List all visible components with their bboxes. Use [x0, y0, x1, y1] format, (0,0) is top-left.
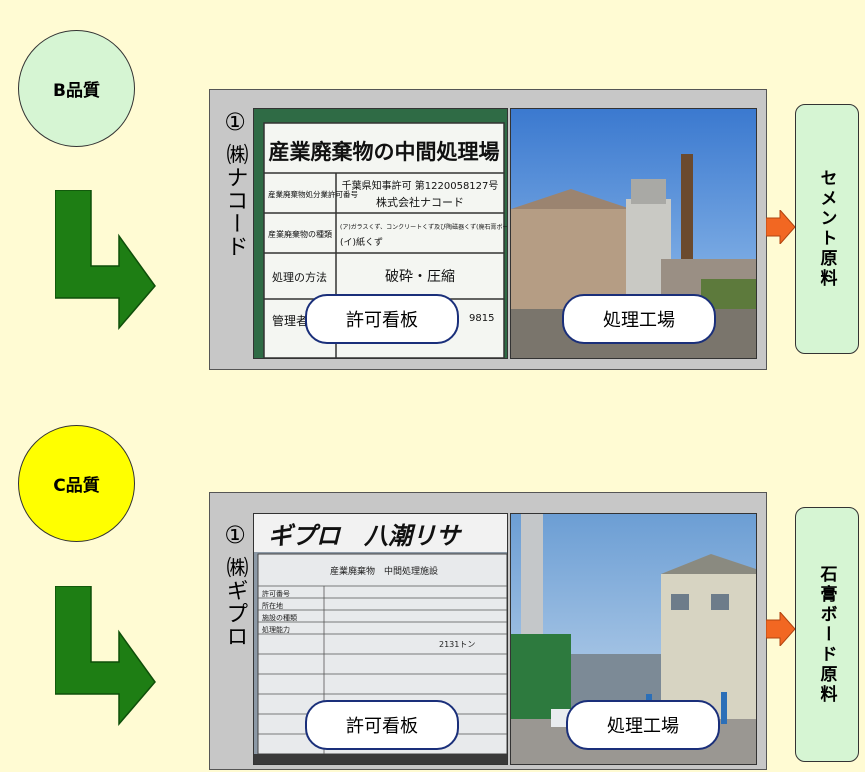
sign-row3-label-b: 処理の方法 [272, 270, 327, 284]
quality-label-c: C品質 [53, 476, 100, 496]
caption-plant-c: 処理工場 [566, 700, 720, 750]
output-box-b: セメント原料 [795, 104, 859, 354]
sign-row2-label-c: 所在地 [262, 601, 283, 610]
sign-row1-label-c: 許可番号 [262, 589, 290, 598]
caption-plant-b: 処理工場 [562, 294, 716, 344]
quality-label-b: B品質 [53, 81, 100, 101]
sign-row2-value2-b: (イ)紙くず [340, 236, 383, 248]
sign-row2-value1-b: (ア)ガラスくず、コンクリートくず及び陶磁器くず(廃石膏ボード)又は [340, 223, 507, 231]
caption-permit-c: 許可看板 [305, 700, 459, 750]
sign-row2-label-b: 産業廃棄物の種類 [268, 229, 332, 239]
company-name-b: ① ㈱ナコード [218, 108, 252, 259]
caption-plant-c-text: 処理工場 [607, 716, 679, 737]
company-name-text-b: ㈱ナコード [222, 143, 248, 259]
permit-sign-photo-b: 産業廃棄物の中間処理場 産業廃棄物処分業許可番号 千葉県知事許可 第122005… [253, 108, 508, 359]
company-name-text-c: ㈱ギプロ [222, 556, 248, 649]
sign-company-value-b: 株式会社ナコード [376, 195, 464, 209]
caption-permit-c-text: 許可看板 [346, 716, 418, 737]
sign-row4-label-c: 処理能力 [262, 625, 290, 634]
bend-arrow-c-icon [55, 586, 156, 726]
sign-row4-label-b: 管理者 [272, 313, 308, 328]
company-panel-b: ① ㈱ナコード 産業廃棄物の中間処理場 産業廃棄物処分業許可番号 千葉県知事許可… [209, 89, 767, 370]
company-number-b: ① [224, 108, 246, 136]
caption-permit-b: 許可看板 [305, 294, 459, 344]
quality-oval-b: B品質 [18, 30, 135, 147]
caption-permit-b-text: 許可看板 [346, 310, 418, 331]
sign-row3-value-b: 破砕・圧縮 [385, 269, 455, 285]
caption-plant-b-text: 処理工場 [603, 310, 675, 331]
quality-oval-c: C品質 [18, 425, 135, 542]
sign-row3-label-c: 施設の種類 [262, 613, 297, 622]
sign-permit-value-b: 千葉県知事許可 第1220058127号 [342, 179, 499, 192]
output-label-c: 石膏ボード原料 [816, 564, 837, 705]
bend-arrow-b-icon [55, 190, 156, 330]
sign-row4-value-b: 9815 [469, 313, 494, 324]
company-panel-c: ① ㈱ギプロ ギプロ 八潮リサ 産業廃棄物 中間処理施設 [209, 492, 767, 770]
output-label-b: セメント原料 [816, 169, 837, 289]
sign-title-c: 産業廃棄物 中間処理施設 [330, 565, 438, 577]
output-box-c: 石膏ボード原料 [795, 507, 859, 762]
sign-row1-label-b: 産業廃棄物処分業許可番号 [268, 189, 358, 199]
company-number-c: ① [224, 521, 246, 549]
small-arrow-b-icon [766, 210, 796, 244]
sign-title-b: 産業廃棄物の中間処理場 [269, 140, 500, 164]
sign-top-text-c: ギプロ 八潮リサ [268, 522, 463, 550]
sign-permit-value-c: 2131トン [439, 640, 475, 649]
small-arrow-c-icon [766, 612, 796, 646]
company-name-c: ① ㈱ギプロ [218, 521, 252, 649]
